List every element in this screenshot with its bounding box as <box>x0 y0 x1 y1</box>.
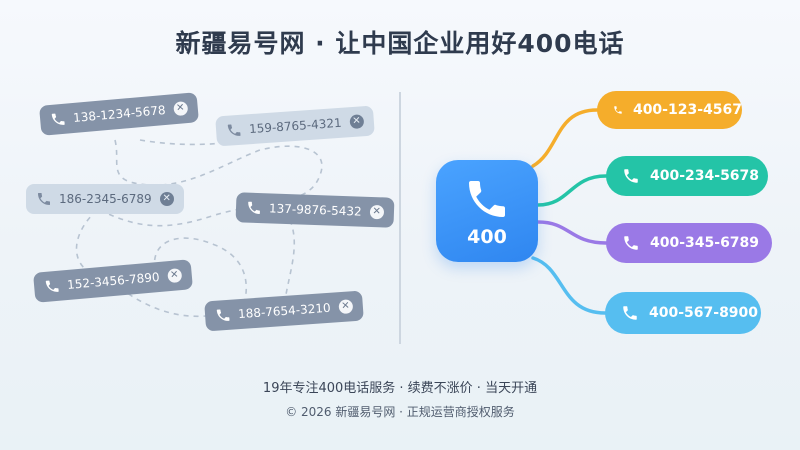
scattered-number-tag: 138-1234-5678 ✕ <box>38 92 199 136</box>
phone-icon <box>624 169 638 183</box>
remove-icon[interactable]: ✕ <box>159 192 174 206</box>
line-400-pill: 400-345-6789 <box>606 223 772 263</box>
hub-label: 400 <box>467 226 507 248</box>
scattered-number-tag: 159-8765-4321 ✕ <box>215 105 375 147</box>
phone-icon <box>469 181 505 217</box>
page-title: 新疆易号网 · 让中国企业用好400电话 <box>175 29 625 58</box>
line-number: 400-345-6789 <box>650 235 760 251</box>
footer-tagline: 19年专注400电话服务 · 续费不涨价 · 当天开通 <box>262 381 538 396</box>
footer-copyright: © 2026 新疆易号网 · 正规运营商授权服务 <box>285 405 515 419</box>
phone-icon <box>623 306 637 320</box>
phone-icon <box>38 193 50 205</box>
phone-icon <box>227 124 241 136</box>
line-400-pill: 400-567-8900 <box>605 292 761 334</box>
scattered-number-tag: 186-2345-6789 ✕ <box>26 184 184 214</box>
line-400-pill: 400-234-5678 <box>606 156 768 196</box>
divider <box>399 92 401 344</box>
hub-400: 400 <box>436 160 538 262</box>
phone-icon <box>45 280 59 292</box>
scattered-number-tag: 188-7654-3210 ✕ <box>204 290 364 332</box>
phone-icon <box>51 113 65 125</box>
scattered-number-tag: 137-9876-5432 ✕ <box>235 192 395 228</box>
line-400-pill: 400-123-4567 <box>597 91 742 129</box>
line-number: 400-234-5678 <box>650 168 760 184</box>
phone-icon <box>624 236 638 250</box>
phone-icon <box>248 201 260 215</box>
scattered-number: 186-2345-6789 <box>59 192 152 206</box>
line-number: 400-123-4567 <box>632 102 742 118</box>
line-number: 400-567-8900 <box>649 305 759 321</box>
scattered-number-tag: 152-3456-7890 ✕ <box>32 259 193 303</box>
phone-icon <box>216 309 230 321</box>
phone-icon <box>614 106 622 114</box>
